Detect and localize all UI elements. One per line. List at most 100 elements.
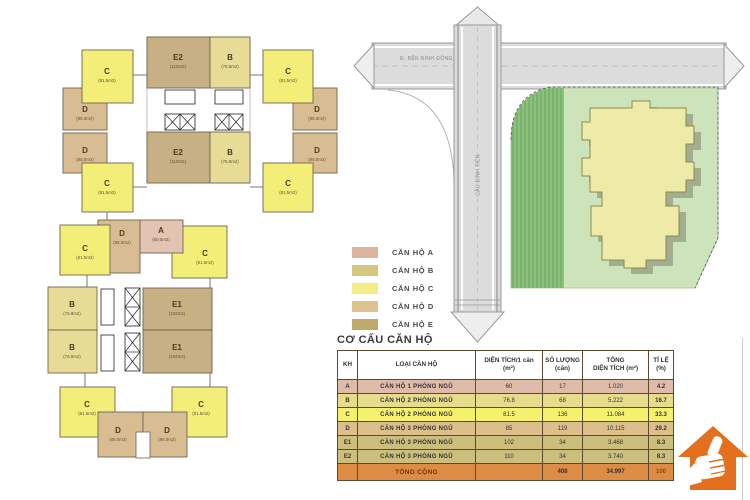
svg-text:(81.5m2): (81.5m2) — [279, 190, 297, 195]
legend-item-b: CĂN HỘ B — [352, 261, 434, 279]
svg-text:(81.5m2): (81.5m2) — [279, 78, 297, 83]
bridge-road: CẦU BÌNH TIÊN — [449, 6, 506, 343]
svg-text:C: C — [285, 179, 291, 188]
svg-text:(85.0m2): (85.0m2) — [158, 437, 176, 442]
legend-label-e: CĂN HỘ E — [392, 319, 434, 329]
stairs-block — [100, 288, 115, 372]
unit-e1-low-1: E1 (102m2) — [142, 287, 213, 331]
bottom-notch — [135, 431, 151, 459]
svg-text:C: C — [84, 400, 90, 409]
elevator-block — [124, 287, 141, 372]
unit-d-bottom-1: D (85.0m2) — [97, 411, 144, 458]
col-soluong: SỐ LƯỢNG(căn) — [542, 350, 583, 380]
svg-text:(81.5m2): (81.5m2) — [192, 411, 210, 416]
table-row: A CĂN HỘ 1 PHÒNG NGỦ 60 17 1.020 4.2 — [337, 379, 674, 394]
svg-text:(81.5m2): (81.5m2) — [78, 411, 96, 416]
unit-d-label: D — [314, 146, 320, 155]
svg-text:B: B — [69, 343, 75, 352]
swatch-d — [352, 300, 378, 312]
svg-text:(85.0m2): (85.0m2) — [113, 240, 131, 245]
legend-item-c: CĂN HỘ C — [352, 279, 434, 297]
road-arrow-right — [723, 42, 745, 90]
svg-text:(85.0m2): (85.0m2) — [308, 116, 326, 121]
project-site — [510, 86, 719, 289]
unit-d-top-right-1 — [292, 87, 338, 131]
table-title: CƠ CẤU CĂN HỘ — [337, 334, 433, 346]
swatch-b — [352, 264, 378, 276]
svg-text:(85.0m2): (85.0m2) — [76, 157, 94, 162]
unit-c-middle-left: C (81.5m2) — [59, 224, 111, 276]
svg-text:(81.5m2): (81.5m2) — [196, 260, 214, 265]
svg-text:(76.8m2): (76.8m2) — [221, 64, 239, 69]
legend-item-e: CĂN HỘ E — [352, 315, 434, 333]
table-row: C CĂN HỘ 2 PHÒNG NGỦ 81.5 136 11.084 33.… — [337, 407, 674, 422]
house-thumbs-up-icon — [678, 426, 748, 490]
svg-text:B: B — [227, 148, 233, 157]
svg-text:B: B — [227, 53, 233, 62]
unit-c-label: C — [202, 249, 208, 258]
unit-d-label: D — [314, 105, 320, 114]
swatch-e — [352, 318, 378, 330]
unit-c-top-right-2: C (81.5m2) — [262, 162, 314, 213]
green-buffer-strip — [511, 88, 564, 288]
svg-text:B: B — [69, 300, 75, 309]
unit-d-label: D — [119, 229, 125, 238]
svg-text:C: C — [198, 400, 204, 409]
road-arrow-left — [353, 42, 375, 90]
svg-text:D: D — [115, 426, 121, 435]
legend-label-c: CĂN HỘ C — [392, 283, 434, 293]
horizontal-road-label: Đ. BẾN BÌNH ĐÔNG — [400, 55, 453, 62]
unit-e2-top: E2 (110m2) — [146, 36, 211, 89]
col-kh: KH — [337, 350, 358, 380]
unit-b-top: B (76.8m2) — [209, 36, 251, 89]
unit-a-middle: A (60.0m2) — [139, 219, 184, 254]
legend-label-b: CĂN HỘ B — [392, 265, 434, 275]
legend-label-a: CĂN HỘ A — [392, 247, 434, 257]
svg-text:E1: E1 — [172, 343, 182, 352]
svg-text:(85.0m2): (85.0m2) — [109, 437, 127, 442]
svg-text:(102m2): (102m2) — [169, 311, 186, 316]
col-dientich: DIỆN TÍCH/1 căn(m²) — [475, 350, 543, 380]
svg-text:C: C — [285, 67, 291, 76]
svg-text:(60.0m2): (60.0m2) — [152, 237, 170, 242]
svg-text:(76.8m2): (76.8m2) — [63, 311, 81, 316]
unit-e1-low-2: E1 (102m2) — [142, 329, 213, 374]
horizontal-road: Đ. BẾN BÌNH ĐÔNG — [353, 42, 745, 90]
legend-label-d: CĂN HỘ D — [392, 301, 434, 311]
svg-text:D: D — [164, 426, 170, 435]
svg-text:E1: E1 — [172, 300, 182, 309]
unit-d-label: D — [82, 105, 88, 114]
table-row: B CĂN HỘ 2 PHÒNG NGỦ 76.8 68 5.222 16.7 — [337, 393, 674, 408]
corridor-connectors — [84, 74, 263, 387]
building-footprint — [581, 100, 695, 269]
swatch-a — [352, 246, 378, 258]
unit-e2-mid: E2 (110m2) — [146, 131, 211, 184]
structure-table: KH LOẠI CĂN HỘ DIỆN TÍCH/1 căn(m²) SỐ LƯ… — [337, 350, 674, 481]
svg-text:(85.0m2): (85.0m2) — [308, 157, 326, 162]
table-row: D CĂN HỘ 3 PHÒNG NGỦ 85 119 10.115 29.2 — [337, 421, 674, 436]
stairs-block — [164, 89, 244, 105]
svg-text:(110m2): (110m2) — [170, 159, 187, 164]
swatch-c — [352, 282, 378, 294]
legend-item-d: CĂN HỘ D — [352, 297, 434, 315]
table-total-row: TỔNG CỘNG 408 34.997 100 — [337, 463, 674, 481]
unit-c-top-left-2: C (81.5m2) — [81, 162, 134, 213]
svg-text:C: C — [104, 179, 110, 188]
svg-text:(76.8m2): (76.8m2) — [221, 159, 239, 164]
bridge-label: CẦU BÌNH TIÊN — [474, 154, 482, 196]
svg-text:(102m2): (102m2) — [169, 354, 186, 359]
svg-text:(85.0m2): (85.0m2) — [76, 116, 94, 121]
svg-text:(110m2): (110m2) — [170, 64, 187, 69]
unit-structure-section: CƠ CẤU CĂN HỘ KH LOẠI CĂN HỘ DIỆN TÍCH/1… — [337, 334, 674, 481]
svg-text:E2: E2 — [173, 53, 183, 62]
svg-text:(81.5m2): (81.5m2) — [98, 190, 116, 195]
svg-text:(81.5m2): (81.5m2) — [98, 78, 116, 83]
elevator-block — [164, 113, 244, 131]
page-edge-line — [742, 338, 743, 500]
col-loai: LOẠI CĂN HỘ — [357, 350, 476, 380]
svg-text:C: C — [104, 67, 110, 76]
unit-b-low-2: B (76.8m2) — [47, 329, 98, 374]
unit-b-low-1: B (76.8m2) — [47, 286, 98, 331]
